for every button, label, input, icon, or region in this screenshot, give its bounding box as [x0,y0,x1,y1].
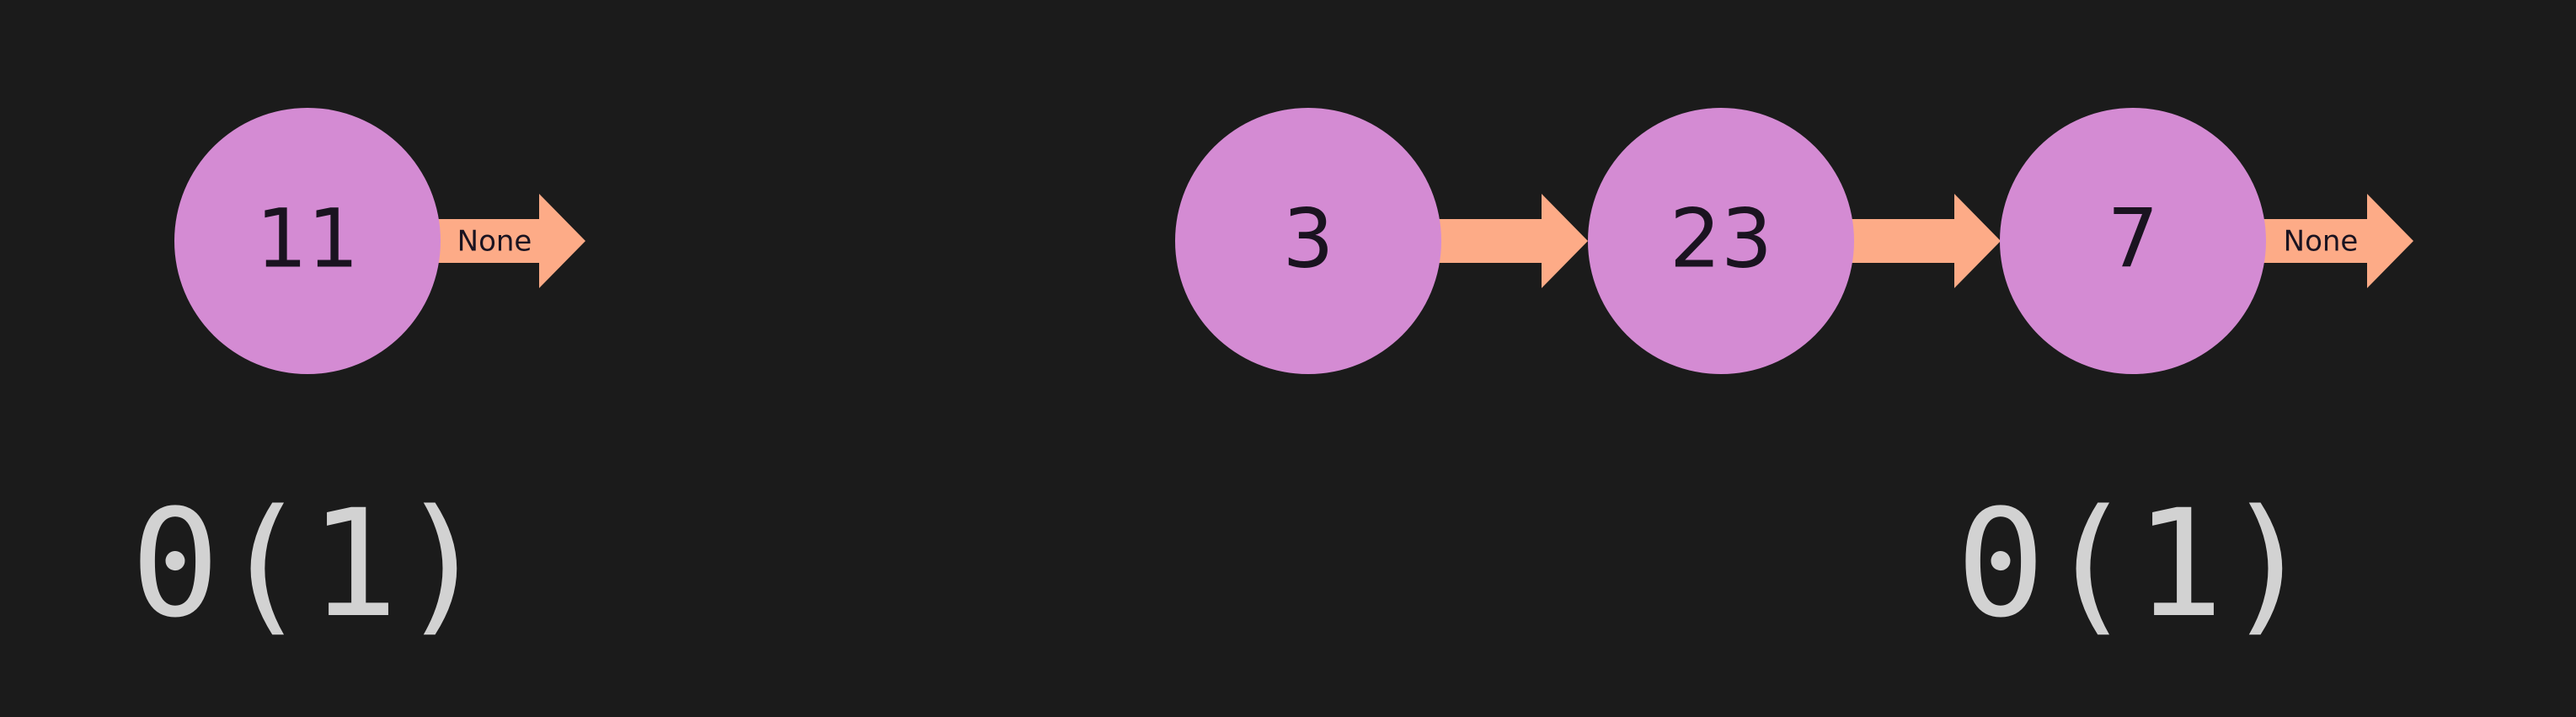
right-node-2-value: 23 [1670,191,1772,286]
right-link-arrow-1 [1432,194,1588,288]
left-node-1-value: 11 [256,191,359,286]
right-node-2 [1588,108,1854,374]
right-terminal-arrow [2258,194,2413,288]
right-node-1-value: 3 [1282,191,1333,286]
right-node-1 [1175,108,1441,374]
left-none-label: None [457,225,532,259]
right-linked-list: 3 23 7 None 0(1) [1175,108,2413,650]
right-node-3-value: 7 [2107,191,2158,286]
right-node-3 [2000,108,2266,374]
left-terminal-arrow [438,194,585,288]
right-link-arrow-2 [1845,194,2001,288]
right-complexity-label: 0(1) [1956,478,2313,650]
left-node-1 [174,108,441,374]
left-complexity-label: 0(1) [131,478,488,650]
left-linked-list: 11 None 0(1) [131,108,585,650]
right-none-label: None [2284,225,2359,259]
